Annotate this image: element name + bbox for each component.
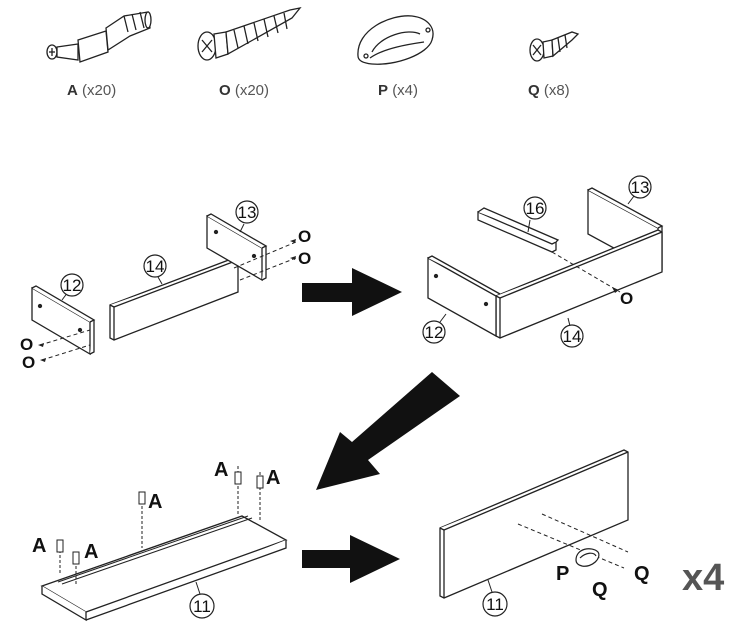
step4-callout-11: 11 <box>482 579 508 617</box>
quantity-multiplier: x4 <box>682 557 724 599</box>
step3-dowel-label-5: A <box>266 467 280 489</box>
wood-screw-icon <box>197 7 302 61</box>
svg-text:16: 16 <box>526 199 545 218</box>
hardware-label-q: Q (x8) <box>528 82 570 99</box>
step1-callout-14: 14 <box>143 254 167 285</box>
step1-screw-label-4: O <box>298 249 311 268</box>
step1-screw-label-1: O <box>20 335 33 354</box>
hardware-label-o: O (x20) <box>219 82 269 99</box>
arrow-down-left <box>316 372 460 490</box>
step2-guide-line <box>551 251 621 293</box>
step3-dowel-label-4: A <box>214 459 228 481</box>
step2-callout-12: 12 <box>422 313 447 344</box>
step3-dowel-icons <box>56 471 264 565</box>
cam-dowel-icon <box>46 11 152 63</box>
hardware-label-p: P (x4) <box>378 82 418 99</box>
svg-text:A (x20): A (x20) <box>67 82 116 99</box>
step2-screw-label: O <box>620 289 633 308</box>
svg-text:12: 12 <box>425 323 444 342</box>
step1-screw-markers <box>38 239 296 362</box>
svg-text:12: 12 <box>63 276 82 295</box>
step1-callout-12: 12 <box>60 273 84 301</box>
svg-text:Q (x8): Q (x8) <box>528 82 570 99</box>
svg-text:14: 14 <box>146 257 165 276</box>
svg-text:11: 11 <box>486 595 504 614</box>
cup-handle-part <box>575 548 600 567</box>
step4-guide-lines <box>517 513 629 569</box>
step4-screw-label-1: Q <box>592 579 608 601</box>
step1-screw-label-2: O <box>22 353 35 372</box>
svg-text:14: 14 <box>563 327 582 346</box>
svg-text:P (x4): P (x4) <box>378 82 418 99</box>
step1-callout-13: 13 <box>235 200 259 233</box>
step4-screw-label-2: Q <box>634 563 650 585</box>
step3-callout-11: 11 <box>189 581 215 619</box>
arrow-right-2 <box>302 535 400 583</box>
cup-handle-icon <box>357 15 434 65</box>
svg-text:11: 11 <box>193 597 211 616</box>
step3-dowel-label-3: A <box>148 491 162 513</box>
short-screw-icon <box>529 31 580 62</box>
step1-guide-lines <box>39 241 297 361</box>
step1-screw-label-3: O <box>298 227 311 246</box>
svg-text:13: 13 <box>238 203 257 222</box>
step2-callout-13: 13 <box>627 175 652 205</box>
step3-panel-view <box>40 515 288 622</box>
step2-callout-16: 16 <box>523 196 547 233</box>
step3-dowel-label-1: A <box>32 535 46 557</box>
svg-text:O (x20): O (x20) <box>219 82 269 99</box>
step1-exploded-view <box>31 213 268 356</box>
step4-panel-view <box>439 449 629 599</box>
step2-assembled-view <box>427 187 664 339</box>
step2-screw-marker <box>612 287 619 293</box>
step4-handle-label: P <box>556 563 569 585</box>
arrow-right-1 <box>302 268 402 316</box>
svg-text:13: 13 <box>631 178 650 197</box>
step2-callout-14: 14 <box>560 317 584 348</box>
hardware-label-a: A (x20) <box>67 82 116 99</box>
step3-dowel-label-2: A <box>84 541 98 563</box>
